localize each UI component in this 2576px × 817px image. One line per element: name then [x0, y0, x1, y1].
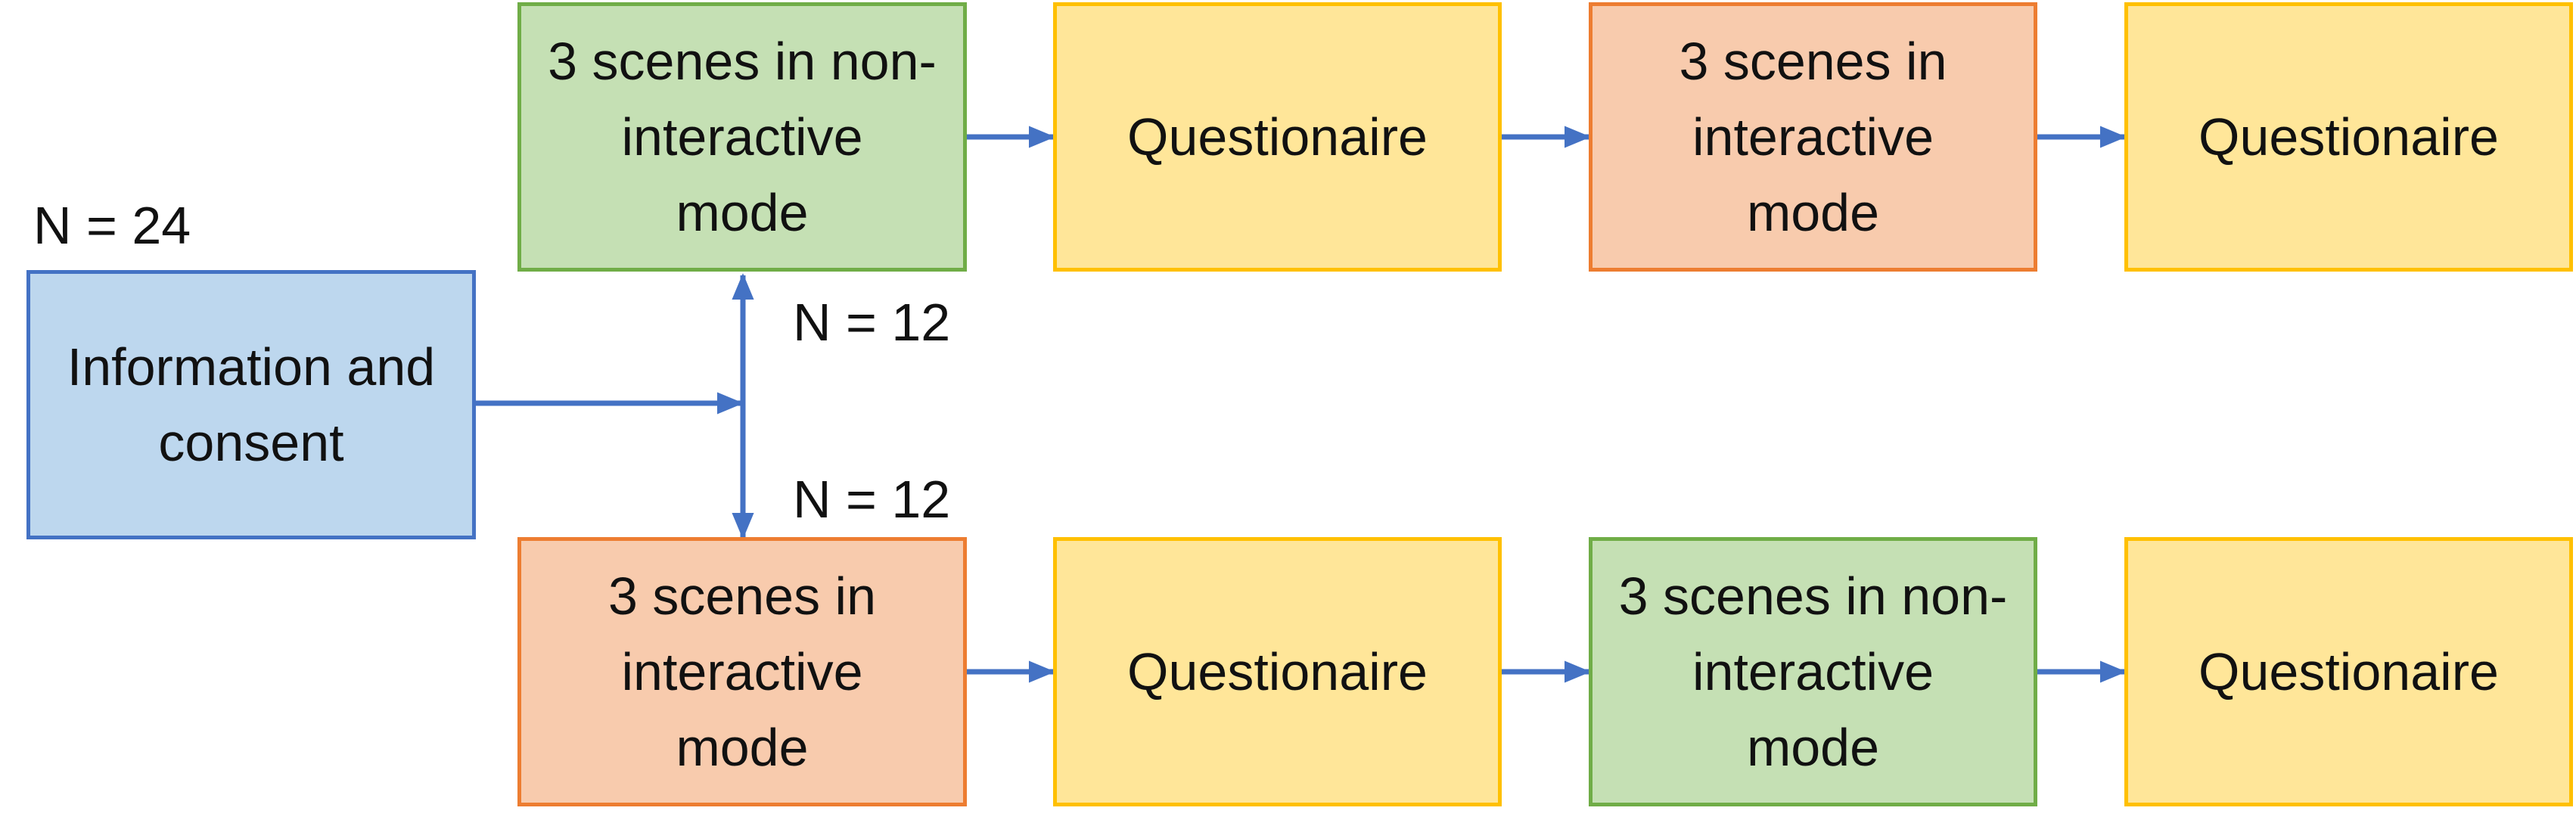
- box-line: interactive: [1692, 642, 1934, 701]
- box-bottom-interactive-scenes: 3 scenes in interactive mode: [517, 537, 967, 806]
- box-line: Questionaire: [1127, 107, 1428, 166]
- box-top-non-interactive-scenes: 3 scenes in non- interactive mode: [517, 2, 967, 272]
- box-bottom-questionnaire-1: Questionaire: [1053, 537, 1502, 806]
- box-line: Information and: [67, 337, 436, 396]
- box-line: 3 scenes in non-: [548, 32, 937, 91]
- label-n-group-bottom: N = 12: [793, 470, 951, 529]
- box-bottom-non-interactive-scenes: 3 scenes in non- interactive mode: [1589, 537, 2037, 806]
- box-line: mode: [676, 183, 809, 242]
- box-information-and-consent: Information and consent: [26, 270, 476, 539]
- box-top-interactive-scenes: 3 scenes in interactive mode: [1589, 2, 2037, 272]
- box-top-questionnaire-2: Questionaire: [2124, 2, 2573, 272]
- label-n-group-top: N = 12: [793, 293, 951, 352]
- box-line: 3 scenes in: [1679, 32, 1947, 91]
- box-line: interactive: [621, 642, 863, 701]
- box-line: Questionaire: [2198, 642, 2499, 701]
- box-line: mode: [1746, 718, 1880, 777]
- label-n-total: N = 24: [33, 196, 191, 255]
- box-line: interactive: [1692, 107, 1934, 166]
- box-line: 3 scenes in: [607, 567, 877, 626]
- box-line: Questionaire: [2198, 107, 2499, 166]
- box-line: mode: [676, 718, 809, 777]
- box-line: mode: [1746, 183, 1880, 242]
- box-line: interactive: [621, 107, 863, 166]
- box-line: Questionaire: [1127, 642, 1428, 701]
- box-line: 3 scenes in non-: [1618, 567, 2008, 626]
- box-top-questionnaire-1: Questionaire: [1053, 2, 1502, 272]
- box-bottom-questionnaire-2: Questionaire: [2124, 537, 2573, 806]
- box-line: consent: [158, 413, 344, 472]
